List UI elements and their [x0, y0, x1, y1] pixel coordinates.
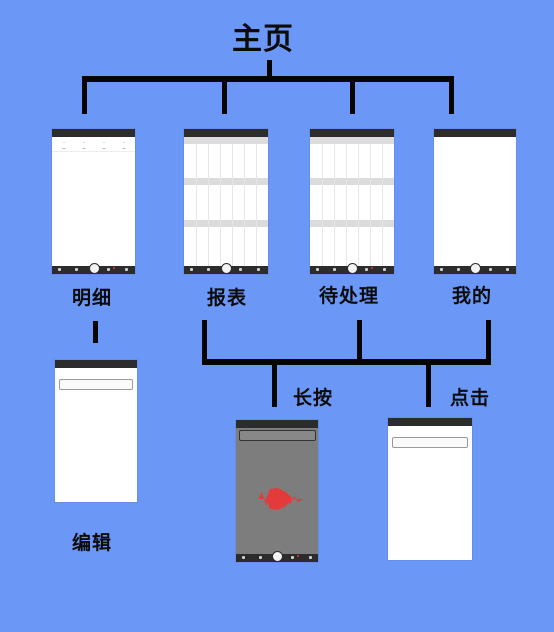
- notification-dot: [371, 267, 373, 269]
- screen-detail: —— —— —— ——: [52, 129, 135, 274]
- edit-button[interactable]: [392, 437, 468, 448]
- connector-detail-edit: [93, 321, 98, 343]
- list-icon[interactable]: [489, 268, 492, 271]
- list-icon[interactable]: [291, 556, 294, 559]
- status-bar: [55, 360, 137, 368]
- section-3: [310, 220, 394, 227]
- notification-dot: [113, 267, 115, 269]
- stat-2: ——: [82, 141, 86, 150]
- screen-mine: [434, 129, 516, 274]
- section-1: [184, 137, 268, 144]
- grid: [232, 144, 233, 266]
- tab-bar[interactable]: [184, 263, 268, 274]
- section-2: [184, 178, 268, 185]
- user-icon[interactable]: [125, 268, 128, 271]
- grid: [244, 144, 245, 266]
- home-icon[interactable]: [242, 556, 245, 559]
- user-icon[interactable]: [257, 268, 260, 271]
- chart-icon[interactable]: [333, 268, 336, 271]
- sub-tabs[interactable]: [55, 368, 137, 374]
- label-pending: 待处理: [319, 285, 380, 307]
- screen-click: [388, 418, 472, 560]
- top-button[interactable]: [239, 430, 316, 441]
- connector-to-click: [426, 359, 431, 407]
- plus-icon[interactable]: [272, 551, 283, 562]
- connector-top-bar: [82, 76, 454, 82]
- plus-icon[interactable]: [347, 263, 358, 274]
- status-bar: [388, 418, 472, 426]
- connector-bottom-drop-mid: [357, 320, 362, 364]
- grid: [346, 144, 347, 266]
- screen-report: [184, 129, 268, 274]
- label-long-press: 长按: [293, 387, 334, 409]
- section-3: [184, 220, 268, 227]
- connector-drop-3: [350, 76, 355, 114]
- grid: [322, 144, 323, 266]
- chart-icon[interactable]: [207, 268, 210, 271]
- home-icon[interactable]: [316, 268, 319, 271]
- connector-drop-4: [449, 76, 454, 114]
- tab-bar[interactable]: [236, 551, 318, 562]
- chart-icon[interactable]: [259, 556, 262, 559]
- notification-dot: [297, 555, 299, 557]
- status-bar: [52, 129, 135, 137]
- grid: [220, 144, 221, 266]
- user-icon[interactable]: [506, 268, 509, 271]
- user-icon[interactable]: [309, 556, 312, 559]
- label-click: 点击: [450, 387, 491, 409]
- section-1: [310, 137, 394, 144]
- status-bar: [434, 129, 516, 137]
- plus-icon[interactable]: [470, 263, 481, 274]
- status-bar: [184, 129, 268, 137]
- connector-bottom-drop-right: [486, 320, 491, 364]
- divider: [52, 151, 135, 152]
- stat-4: ——: [122, 141, 126, 150]
- connector-to-long-press: [272, 359, 277, 407]
- stat-3: ——: [102, 141, 106, 150]
- sub-tabs[interactable]: [388, 426, 472, 432]
- grid: [370, 144, 371, 266]
- home-icon[interactable]: [440, 268, 443, 271]
- plus-icon[interactable]: [88, 263, 100, 274]
- stat-1: ——: [62, 141, 66, 150]
- grid: [196, 144, 197, 266]
- status-bar: [310, 129, 394, 137]
- label-mine: 我的: [452, 285, 493, 307]
- connector-root-stem: [267, 60, 272, 78]
- list-icon[interactable]: [239, 268, 242, 271]
- home-icon[interactable]: [58, 268, 61, 271]
- diagram-title: 主页: [232, 22, 294, 57]
- connector-drop-1: [82, 76, 87, 114]
- connector-bottom-drop-left: [202, 320, 207, 364]
- tab-bar[interactable]: [52, 263, 135, 274]
- tab-bar[interactable]: [434, 263, 516, 274]
- plus-icon[interactable]: [221, 263, 232, 274]
- user-icon[interactable]: [383, 268, 386, 271]
- grid: [382, 144, 383, 266]
- grid: [208, 144, 209, 266]
- label-detail: 明细: [72, 287, 113, 309]
- screen-edit: [55, 360, 137, 502]
- label-edit: 编辑: [72, 532, 113, 554]
- grid: [334, 144, 335, 266]
- connector-drop-2: [222, 76, 227, 114]
- section-2: [310, 178, 394, 185]
- tab-bar[interactable]: [310, 263, 394, 274]
- screen-long-press: [236, 420, 318, 562]
- chart-icon[interactable]: [457, 268, 460, 271]
- chart-icon[interactable]: [75, 268, 78, 271]
- sound-wave: [250, 488, 304, 510]
- label-report: 报表: [207, 287, 248, 309]
- list-icon[interactable]: [365, 268, 368, 271]
- list-icon[interactable]: [107, 268, 110, 271]
- grid: [358, 144, 359, 266]
- edit-button[interactable]: [59, 379, 133, 390]
- home-icon[interactable]: [190, 268, 193, 271]
- screen-pending: [310, 129, 394, 274]
- grid: [256, 144, 257, 266]
- status-bar: [236, 420, 318, 428]
- connector-bottom-bar: [202, 359, 491, 365]
